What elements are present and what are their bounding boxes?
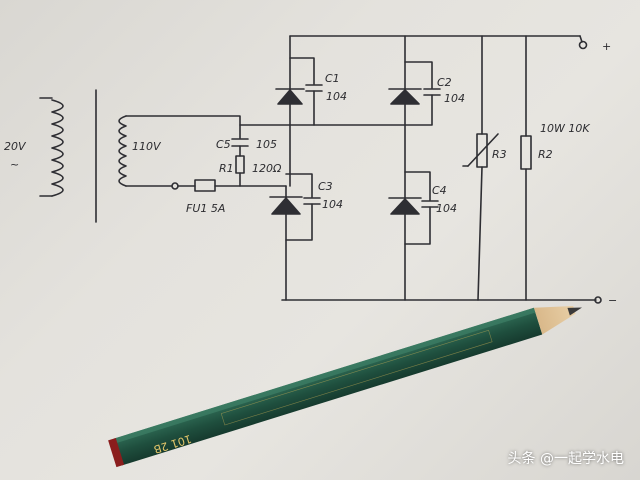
transformer-secondary-coil [118,115,127,187]
label-c1: C1 [325,72,340,85]
diode-d1 [275,88,305,105]
label-r2: R2 [538,148,553,161]
r2-resistor [520,135,532,170]
tilde-symbol: ~ [10,158,19,171]
label-fuse: FU1 5A [186,202,225,215]
r1-symbol [235,155,245,174]
label-c3: C3 [318,180,333,193]
watermark: 头条 @一起学水电 [507,451,624,467]
label-c2-value: 104 [444,92,465,105]
pencil-wood-tip [533,306,576,335]
positive-terminal [578,40,588,50]
label-c1-value: 104 [326,90,347,103]
transformer-primary-coil [39,97,64,197]
terminal-circle [171,182,179,190]
pencil-end-cap [108,438,125,468]
fuse-symbol [194,179,216,192]
negative-terminal [594,296,602,304]
label-r2-spec: 10W 10K [540,122,590,135]
label-secondary-voltage: 110V [132,140,162,153]
label-primary-voltage: 20V [4,140,27,153]
pencil-lead [567,307,583,316]
label-minus: − [608,294,617,307]
label-c4-value: 104 [436,202,457,215]
label-c4: C4 [432,184,447,197]
label-r1: R1 [219,162,234,175]
label-c2: C2 [437,76,452,89]
pencil: 101 2B [108,306,583,468]
label-r1-value: 120Ω [252,162,282,175]
label-plus: + [602,40,611,53]
label-c5: C5 [216,138,231,151]
diode-d3 [269,196,303,215]
diode-d2 [388,88,422,105]
pencil-gold-print [220,329,493,426]
label-c3-value: 104 [322,198,343,211]
wire-ac-top [125,115,406,126]
diode-d4 [388,197,422,215]
label-c5-value: 105 [256,138,277,151]
label-r3: R3 [492,148,507,161]
